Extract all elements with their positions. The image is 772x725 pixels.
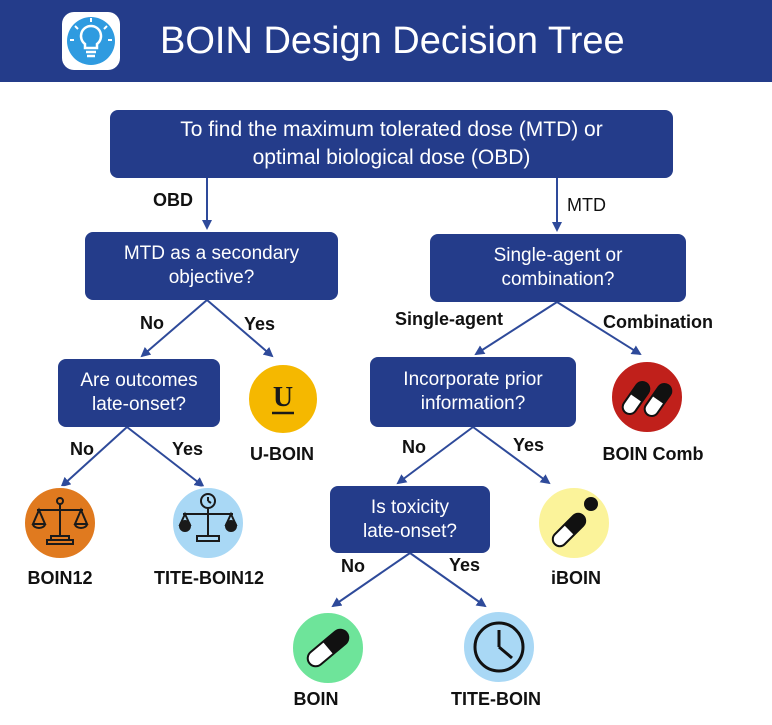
outcome-label-iboin: iBOIN <box>550 568 601 588</box>
outcome-label-tite-boin12: TITE-BOIN12 <box>153 568 264 588</box>
arrow-yes3 <box>472 426 551 485</box>
balance-scale-icon <box>21 484 99 567</box>
arrow-yes4 <box>409 552 487 608</box>
arrow-yes1 <box>206 299 274 358</box>
outcome-label-u-boin: U-BOIN <box>250 444 314 464</box>
pill-with-dot-icon <box>535 484 613 567</box>
u-symbol: U <box>273 382 293 413</box>
lightbulb-icon <box>62 12 120 70</box>
outcome-label-tite-boin: TITE-BOIN <box>451 689 541 709</box>
arrow-no3 <box>396 426 474 485</box>
outcomes-late-onset-box: Are outcomes late-onset? <box>58 359 220 427</box>
utility-u-icon: U <box>245 361 321 442</box>
edge-label-combination: Combination <box>603 312 713 332</box>
edge-label-single-agent: Single-agent <box>395 309 504 329</box>
arrow-single-agent <box>474 301 558 356</box>
outcome-label-boin: BOIN <box>293 689 339 709</box>
two-pills-icon <box>608 358 686 441</box>
single-or-combo-box: Single-agent or combination? <box>430 234 686 302</box>
arrow-no2 <box>60 426 128 488</box>
arrow-no4 <box>331 552 411 608</box>
edge-label-mtd: MTD <box>567 195 606 215</box>
prior-info-box: Incorporate prior information? <box>370 357 576 427</box>
toxicity-late-onset-box: Is toxicity late-onset? <box>330 486 490 553</box>
edge-label-yes1: Yes <box>244 314 276 334</box>
root-question-box: To find the maximum tolerated dose (MTD)… <box>110 110 673 178</box>
edge-label-no2: No <box>70 439 94 459</box>
edge-label-yes4: Yes <box>449 555 481 575</box>
outcome-label-boin-comb: BOIN Comb <box>602 444 704 464</box>
arrow-combination <box>556 301 642 356</box>
clock-icon <box>460 608 538 691</box>
edge-label-yes2: Yes <box>172 439 204 459</box>
edge-label-yes3: Yes <box>513 435 545 455</box>
header-bar: BOIN Design Decision Tree <box>0 0 772 82</box>
edge-label-no1: No <box>140 313 164 333</box>
arrow-no1 <box>140 299 208 358</box>
scale-with-clock-icon <box>169 484 247 567</box>
edge-label-no4: No <box>341 556 365 576</box>
mtd-secondary-box: MTD as a secondary objective? <box>85 232 338 300</box>
arrow-yes2 <box>126 426 205 488</box>
outcome-label-boin12: BOIN12 <box>27 568 93 588</box>
edge-label-no3: No <box>402 437 426 457</box>
pill-icon <box>289 609 367 692</box>
edge-label-obd: OBD <box>153 190 193 210</box>
page-title: BOIN Design Decision Tree <box>160 20 625 62</box>
